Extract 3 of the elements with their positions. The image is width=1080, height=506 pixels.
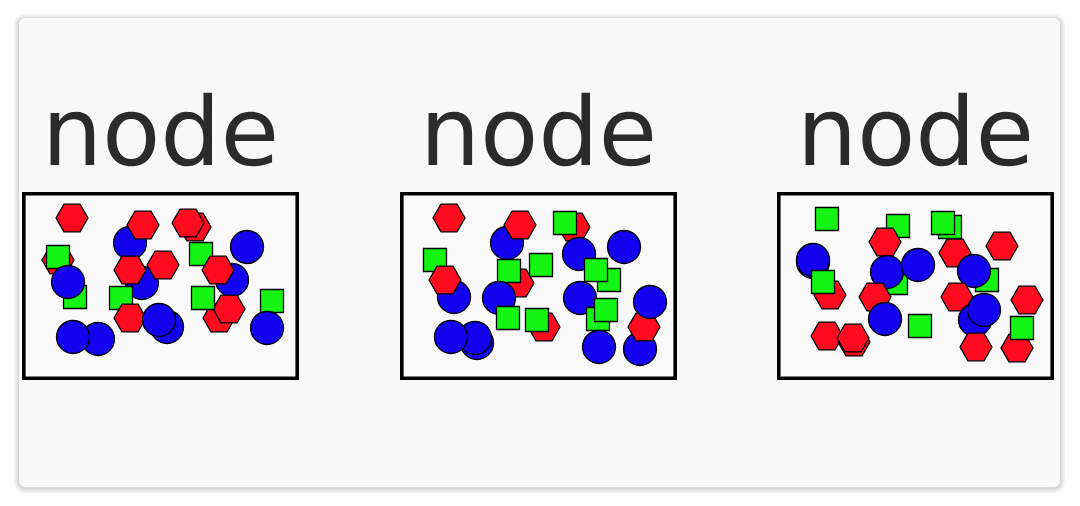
box-heading: node (50, 92, 275, 167)
box-heading: node (428, 92, 653, 167)
box-heading: node (805, 92, 1030, 167)
